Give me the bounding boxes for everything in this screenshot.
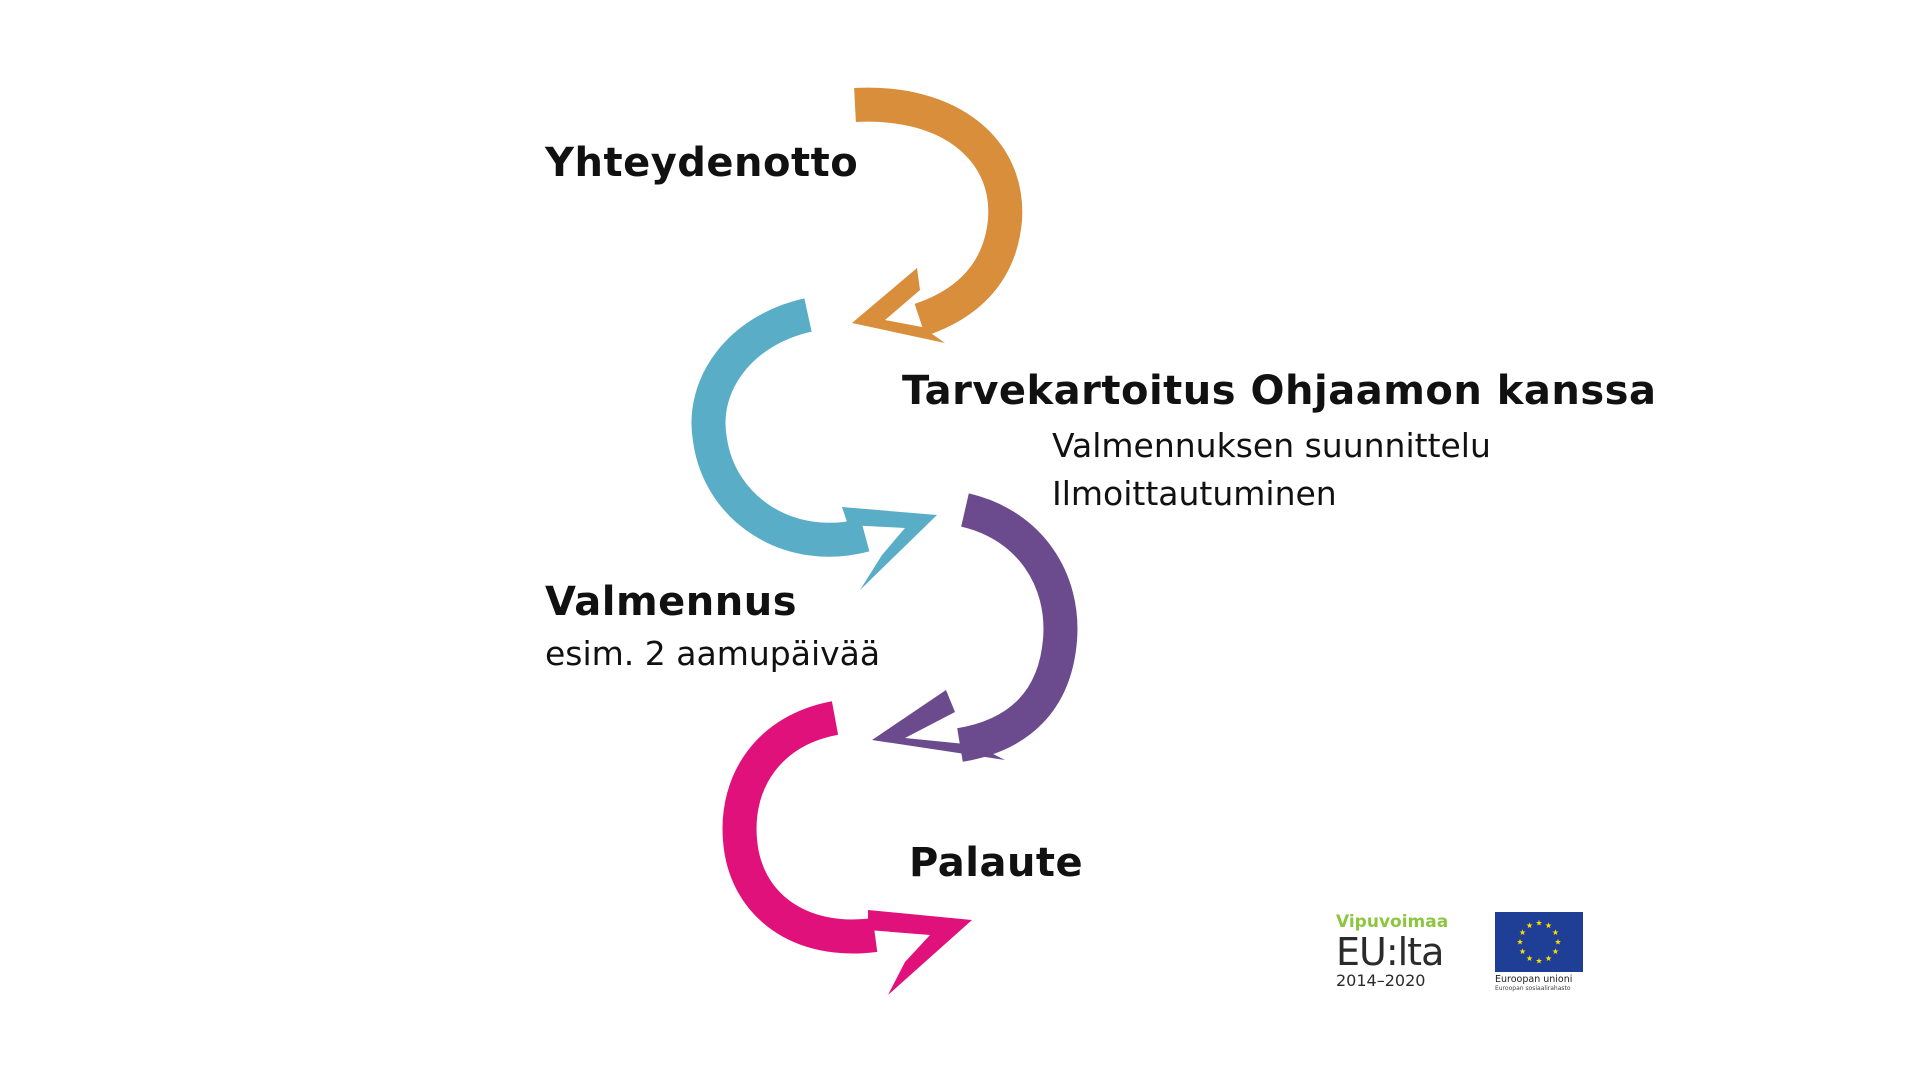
eu-star-icon: [1545, 922, 1552, 929]
vipuvoimaa-small-text: Vipuvoimaa: [1336, 912, 1449, 932]
vipuvoimaa-big-text: EU:lta: [1336, 930, 1444, 974]
arrow-1-arc: [854, 87, 1023, 337]
eu-star-icon: [1545, 955, 1552, 962]
step-3-title: Valmennus: [545, 579, 798, 625]
eu-star-icon: [1552, 948, 1559, 955]
eu-star-icon: [1526, 955, 1533, 962]
eu-star-icon: [1535, 957, 1543, 964]
arrow-2-head: [842, 507, 937, 590]
eu-star-icon: [1552, 929, 1559, 936]
arrow-1-head: [852, 268, 945, 343]
eu-star-icon: [1535, 919, 1543, 926]
eu-star-icon: [1519, 929, 1526, 936]
arrow-step-1: [852, 87, 1023, 343]
step-3-detail-1: esim. 2 aamupäivää: [545, 634, 881, 673]
eu-flag-icon: [1495, 912, 1583, 972]
eu-label: Euroopan unioni: [1495, 974, 1573, 985]
eu-star-icon: [1554, 938, 1562, 945]
vipuvoimaa-logo: Vipuvoimaa EU:lta 2014–2020: [1336, 912, 1466, 990]
step-2-title: Tarvekartoitus Ohjaamon kanssa: [902, 368, 1657, 414]
eu-star-icon: [1516, 938, 1524, 945]
arrow-step-4: [722, 701, 972, 995]
arrow-3-arc: [956, 493, 1078, 762]
eu-sublabel: Euroopan sosiaalirahasto: [1495, 985, 1571, 992]
step-1-title: Yhteydenotto: [545, 140, 859, 186]
arrow-step-2: [691, 298, 937, 590]
step-2-detail-2: Ilmoittautuminen: [1052, 474, 1337, 513]
eu-star-icon: [1526, 922, 1533, 929]
arrow-3-head: [872, 690, 1005, 760]
arrow-2-arc: [691, 298, 870, 557]
arrow-4-arc: [722, 701, 878, 954]
eu-logo: Euroopan unioni Euroopan sosiaalirahasto: [1495, 912, 1585, 993]
eu-star-icon: [1519, 948, 1526, 955]
arrow-step-3: [872, 493, 1078, 762]
step-2-detail-1: Valmennuksen suunnittelu: [1052, 426, 1491, 465]
step-4-title: Palaute: [909, 840, 1084, 886]
arrow-4-head: [868, 910, 972, 995]
vipuvoimaa-years: 2014–2020: [1336, 971, 1426, 990]
